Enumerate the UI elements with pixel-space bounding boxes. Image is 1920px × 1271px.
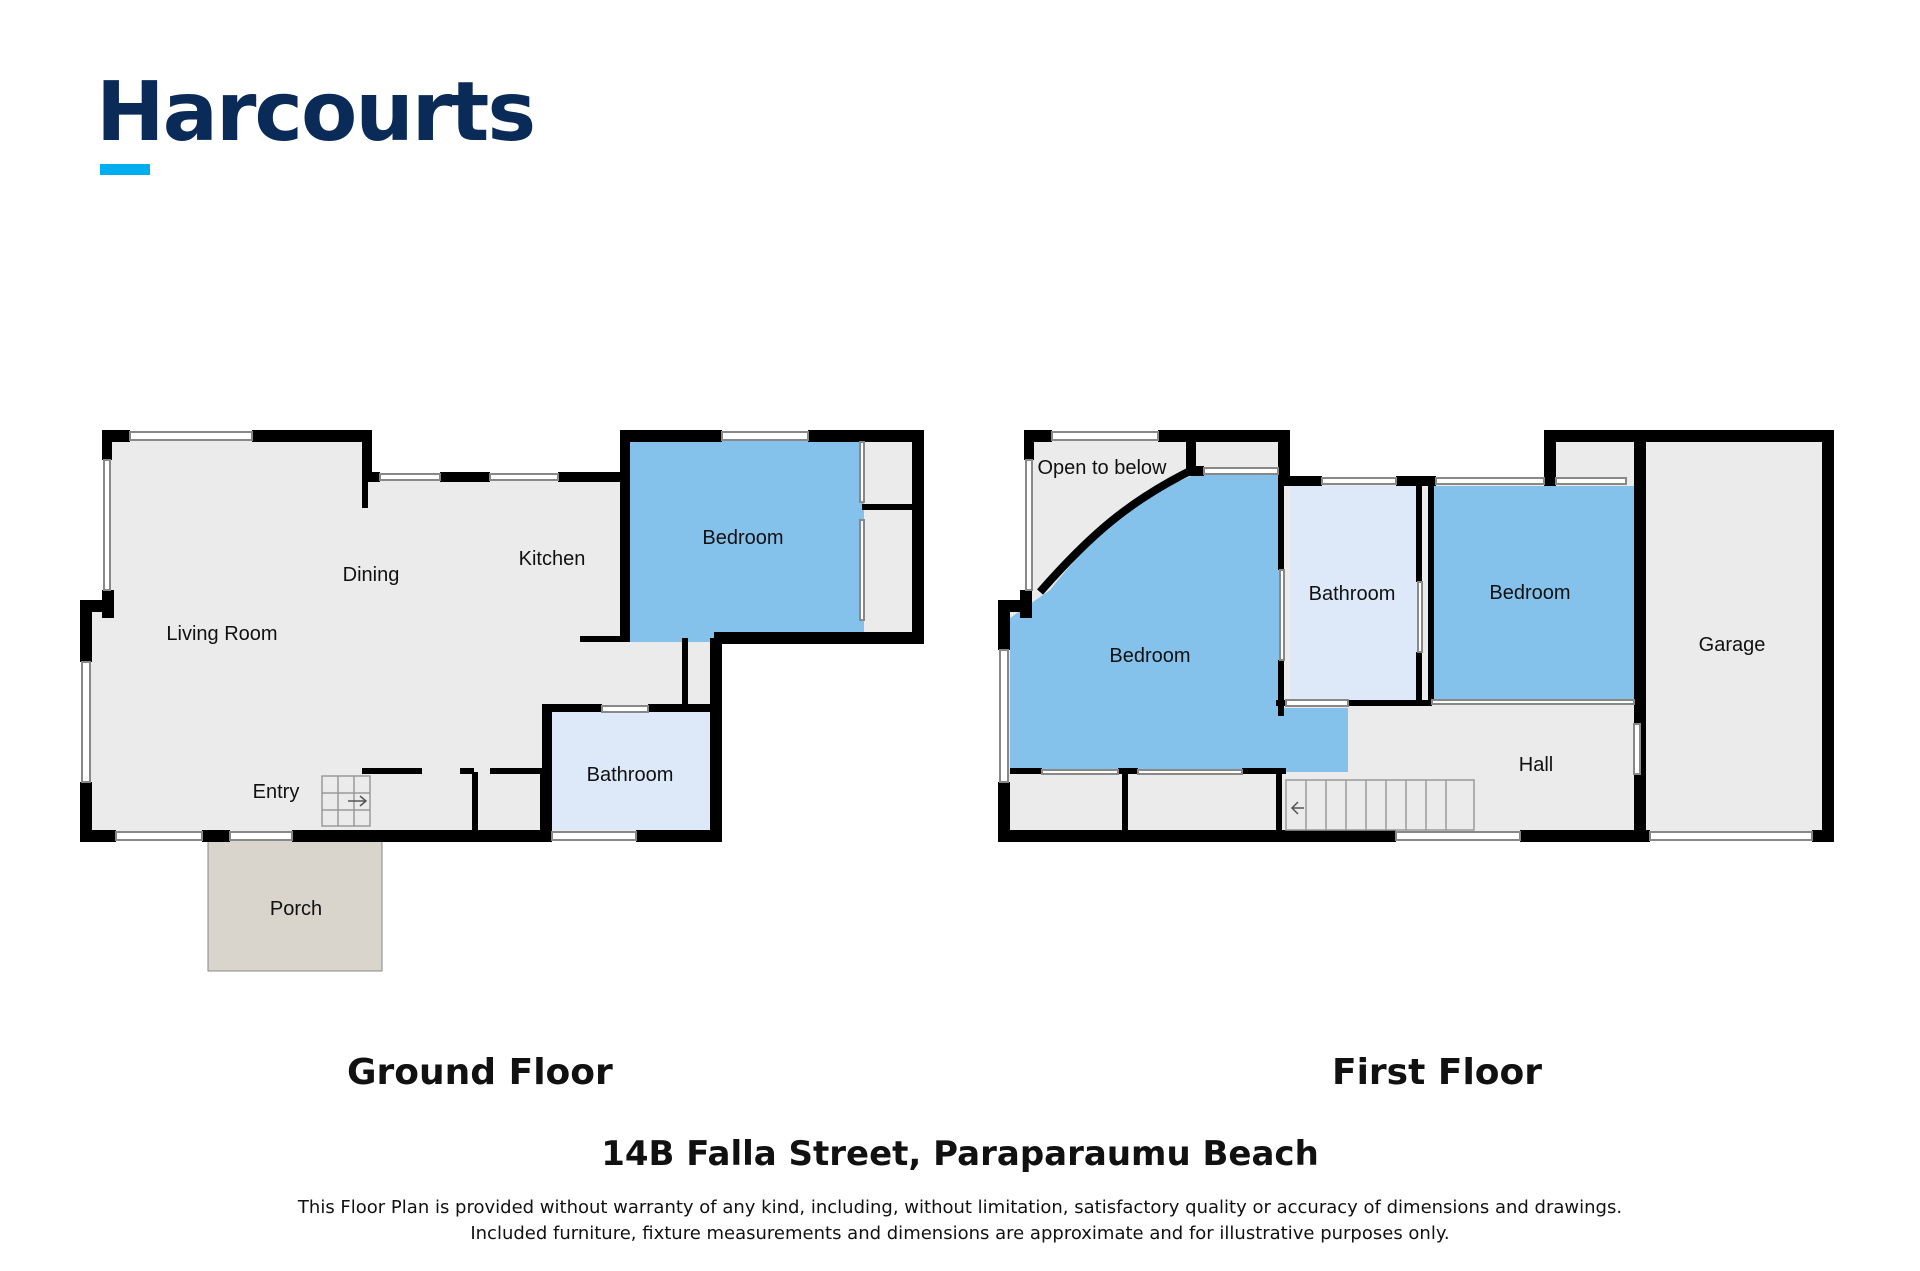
first-floor-walls xyxy=(998,430,1834,842)
ground-wardrobe-area xyxy=(864,438,914,642)
first-floor-windows xyxy=(999,431,1813,841)
ground-bedroom-area xyxy=(627,438,864,642)
ground-bathroom-area xyxy=(546,708,712,830)
first-stairs xyxy=(1285,779,1475,831)
curved-wall xyxy=(1036,464,1198,595)
disclaimer-line-1: This Floor Plan is provided without warr… xyxy=(297,1197,1623,1218)
first-floor-title: First Floor xyxy=(1332,1052,1543,1093)
ground-floor-plan: Living Room Dining Kitchen Bedroom Bathr… xyxy=(80,430,924,972)
first-floor-plan: Open to below Bedroom Bathroom Bedroom G… xyxy=(998,430,1834,842)
logo-wordmark: Harcourts xyxy=(96,65,536,160)
label-entry: Entry xyxy=(253,781,300,803)
ground-floor-walls xyxy=(80,430,924,842)
label-kitchen: Kitchen xyxy=(519,548,586,570)
label-open-to-below: Open to below xyxy=(1038,457,1168,479)
logo-accent-bar xyxy=(100,164,150,175)
label-hall: Hall xyxy=(1519,754,1553,776)
label-living-room: Living Room xyxy=(166,623,277,645)
harcourts-logo: Harcourts xyxy=(96,65,536,175)
label-first-bedroom-large: Bedroom xyxy=(1109,645,1190,667)
first-bedroom-small-area xyxy=(1430,486,1634,702)
label-first-bedroom-small: Bedroom xyxy=(1489,582,1570,604)
ground-floor-title: Ground Floor xyxy=(347,1052,613,1093)
label-porch: Porch xyxy=(270,898,322,920)
disclaimer-line-2: Included furniture, fixture measurements… xyxy=(470,1223,1450,1244)
label-ground-bedroom: Bedroom xyxy=(702,527,783,549)
first-bathroom-area xyxy=(1290,486,1420,702)
ground-floor-windows xyxy=(81,431,865,841)
ground-stairs-arrow-icon xyxy=(348,795,368,807)
first-bedroom-large-area xyxy=(1010,474,1348,772)
property-address: 14B Falla Street, Paraparaumu Beach xyxy=(601,1134,1319,1174)
porch-area xyxy=(207,837,383,972)
label-dining: Dining xyxy=(343,564,400,586)
label-ground-bathroom: Bathroom xyxy=(587,764,674,786)
label-first-bathroom: Bathroom xyxy=(1309,583,1396,605)
first-stairs-arrow-icon xyxy=(1290,801,1304,815)
label-garage: Garage xyxy=(1699,634,1766,656)
